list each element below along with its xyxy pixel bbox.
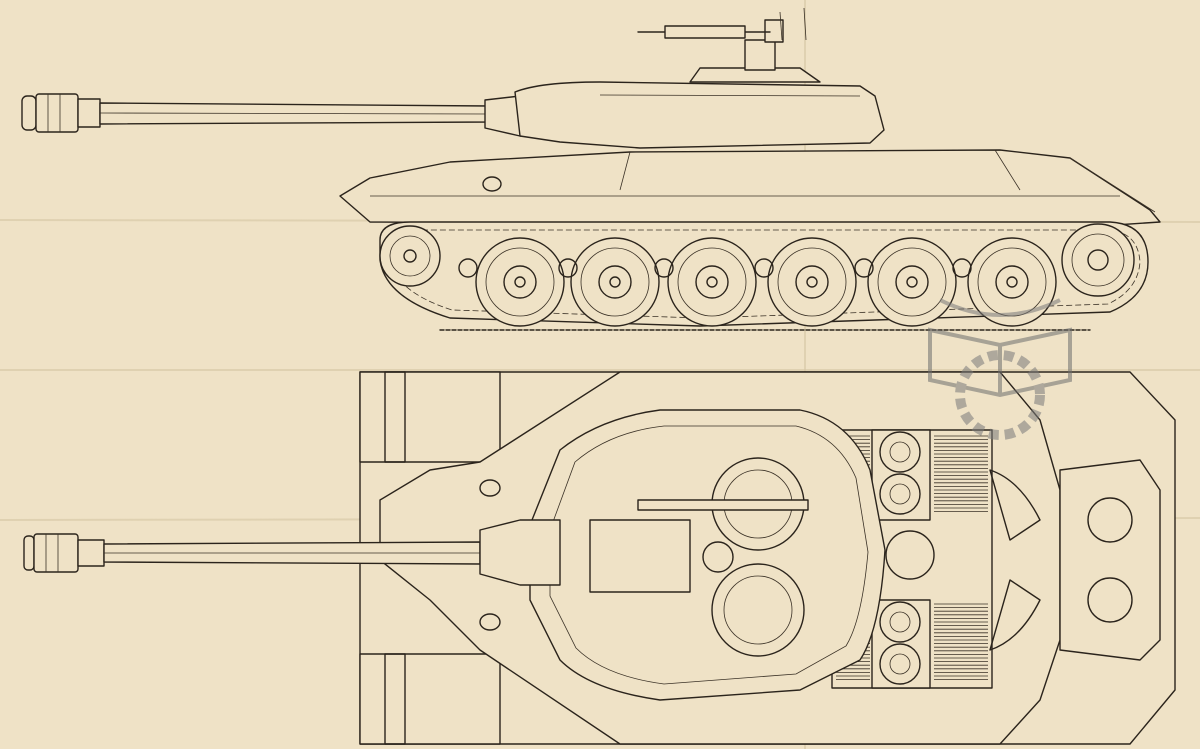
road-wheel [667, 237, 757, 327]
road-wheel [570, 237, 660, 327]
road-wheel [475, 237, 565, 327]
return-roller [952, 258, 972, 278]
top-turret [529, 409, 886, 701]
side-drive-sprocket [1061, 223, 1135, 297]
return-roller [654, 258, 674, 278]
side-turret [514, 81, 885, 149]
side-idler-wheel [379, 225, 441, 287]
top-view [23, 371, 1176, 745]
side-muzzle-brake [21, 93, 101, 133]
top-headlight [479, 613, 501, 631]
side-hull [339, 149, 1161, 227]
return-roller [458, 258, 478, 278]
return-roller [854, 258, 874, 278]
side-headlight [482, 176, 502, 192]
top-periscope [702, 541, 734, 573]
road-wheel [767, 237, 857, 327]
top-headlight [479, 479, 501, 497]
side-view [21, 7, 1161, 331]
top-turret-ring-detail [885, 530, 935, 580]
top-side-panel [989, 579, 1041, 651]
top-rear-hatch [1087, 577, 1133, 623]
top-side-panel [989, 469, 1041, 541]
return-roller [558, 258, 578, 278]
side-track [379, 221, 1149, 327]
side-road-wheels [475, 237, 1057, 327]
top-cooling-fans [871, 429, 931, 689]
road-wheel [867, 237, 957, 327]
side-return-rollers [458, 258, 972, 278]
top-gun-mantlet [479, 519, 561, 586]
return-roller [754, 258, 774, 278]
top-loader-hatch [711, 563, 805, 657]
top-left-fender-rear [359, 653, 501, 745]
top-muzzle-brake [23, 533, 105, 573]
book-and-gear-logo-icon [928, 298, 1072, 440]
side-commander-cupola [637, 7, 821, 83]
top-gun-breech-cover [589, 519, 691, 593]
top-machine-gun [637, 499, 809, 511]
top-left-fender-front [359, 371, 501, 463]
top-rear-plate [1059, 459, 1161, 661]
top-rear-hatch [1087, 497, 1133, 543]
